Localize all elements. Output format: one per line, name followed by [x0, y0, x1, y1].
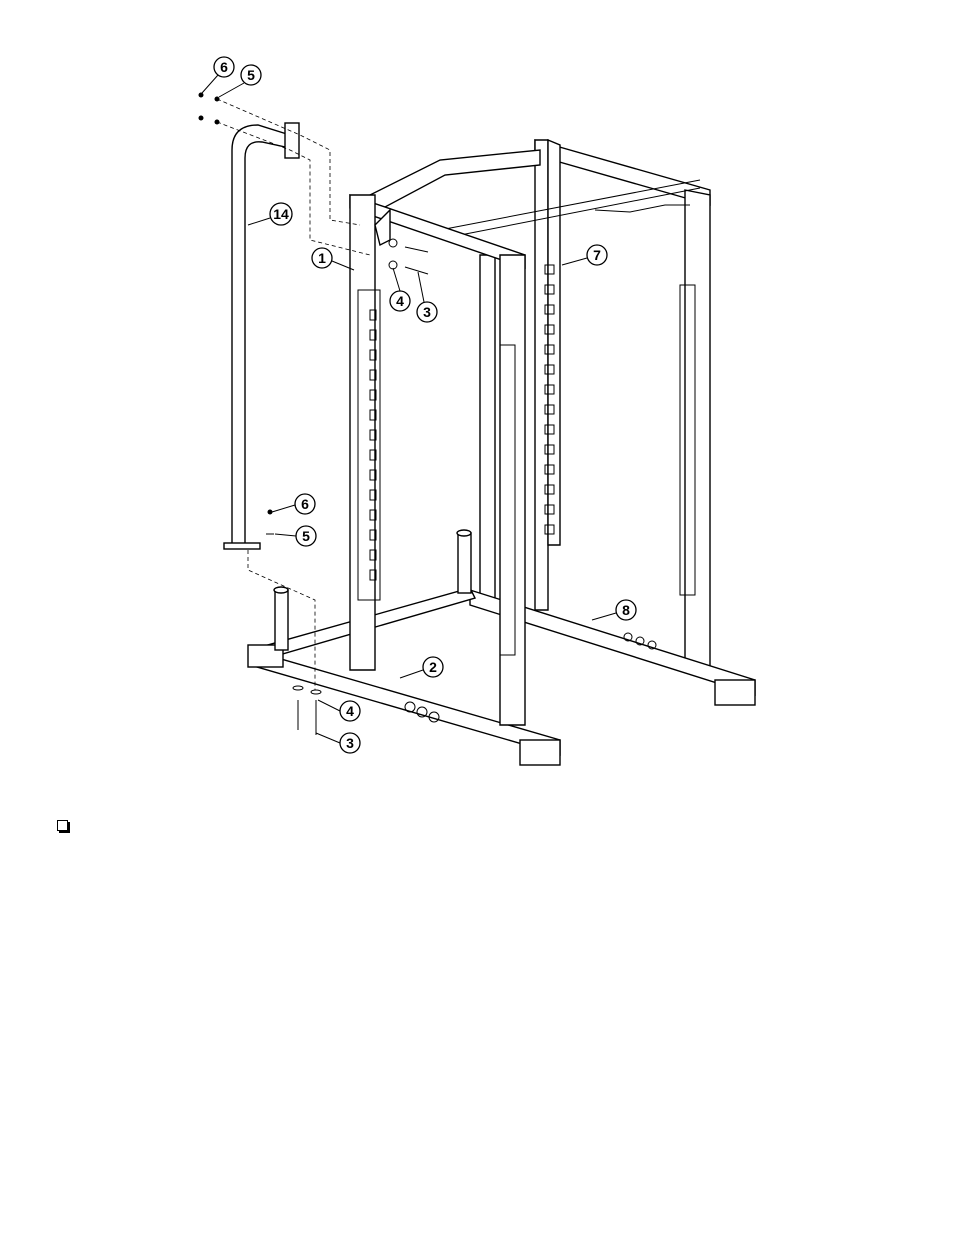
callout-6-lower: 6 — [295, 494, 315, 514]
callout-6-top: 6 — [214, 57, 234, 77]
svg-text:6: 6 — [220, 59, 228, 75]
svg-text:14: 14 — [273, 206, 289, 222]
svg-text:3: 3 — [346, 735, 354, 751]
callout-3-upper: 3 — [417, 302, 437, 322]
callout-1: 1 — [312, 248, 332, 268]
callout-4-lower: 4 — [340, 701, 360, 721]
callout-5-top: 5 — [241, 65, 261, 85]
callout-5-lower: 5 — [296, 526, 316, 546]
svg-text:6: 6 — [301, 496, 309, 512]
svg-text:8: 8 — [622, 602, 630, 618]
svg-text:3: 3 — [423, 304, 431, 320]
callout-8: 8 — [616, 600, 636, 620]
callout-14: 14 — [270, 203, 292, 225]
svg-text:2: 2 — [429, 659, 437, 675]
svg-text:4: 4 — [346, 703, 354, 719]
svg-text:7: 7 — [593, 247, 601, 263]
callout-4-upper: 4 — [390, 291, 410, 311]
svg-text:5: 5 — [302, 528, 310, 544]
callout-3-lower: 3 — [340, 733, 360, 753]
callout-2: 2 — [423, 657, 443, 677]
callout-7: 7 — [587, 245, 607, 265]
svg-text:4: 4 — [396, 293, 404, 309]
step-checkbox[interactable] — [57, 820, 68, 831]
part-14-bracket — [224, 123, 299, 549]
svg-text:1: 1 — [318, 250, 326, 266]
svg-text:5: 5 — [247, 67, 255, 83]
